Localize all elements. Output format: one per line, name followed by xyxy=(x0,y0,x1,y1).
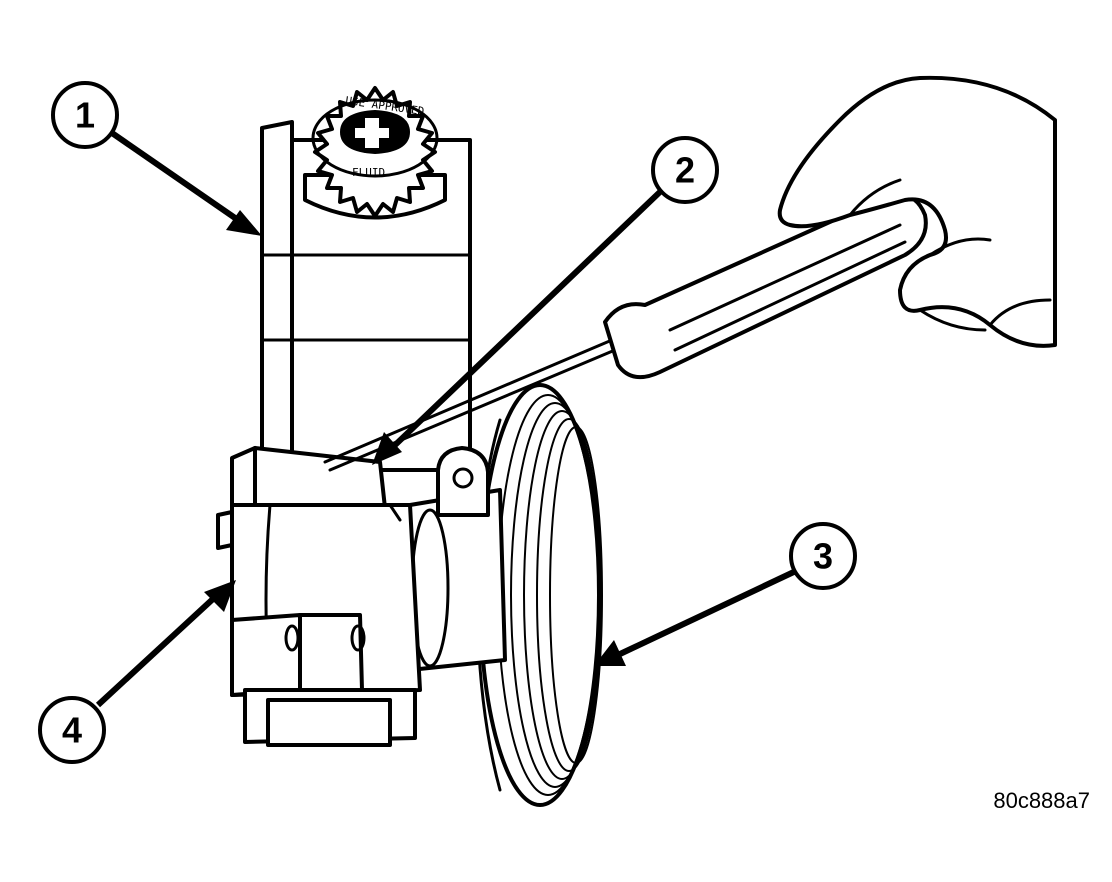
callout-4-label: 4 xyxy=(62,710,82,751)
leader-arrow-2 xyxy=(390,187,665,450)
leader-arrow-1 xyxy=(110,130,240,223)
hand xyxy=(777,75,1057,348)
arrowhead-1 xyxy=(226,210,262,236)
callout-3: 3 xyxy=(789,522,857,590)
leader-arrow-4 xyxy=(95,595,217,708)
cap-text-lower: FLUID xyxy=(352,166,385,179)
callout-4: 4 xyxy=(38,696,106,764)
callout-2-label: 2 xyxy=(675,150,695,191)
callout-2: 2 xyxy=(651,136,719,204)
arrowhead-4 xyxy=(204,580,236,612)
arrowhead-2 xyxy=(372,432,402,465)
callout-3-label: 3 xyxy=(813,536,833,577)
leader-arrow-3 xyxy=(618,567,800,657)
pump-body xyxy=(216,446,507,747)
reservoir-cap: USE APPROVED FLUID xyxy=(303,86,447,220)
leader-arrows xyxy=(95,130,800,708)
callout-1: 1 xyxy=(51,81,119,149)
figure-id-code: 80c888a7 xyxy=(993,788,1090,813)
callout-1-label: 1 xyxy=(75,95,95,136)
arrowhead-3 xyxy=(594,640,626,666)
